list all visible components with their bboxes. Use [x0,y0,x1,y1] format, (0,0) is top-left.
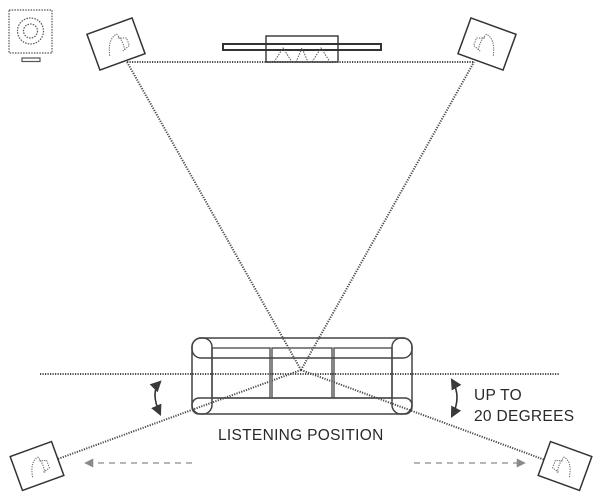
speaker-icon-front-left [85,16,147,72]
angle-arc-icon-left [149,380,162,417]
sofa-icon [191,337,413,415]
angle-arc-icon-right [450,378,462,418]
angle-label-line1: UP TO [474,387,523,404]
tv-icon [222,35,382,63]
speaker-icon-front-right [456,16,518,72]
speaker-icon-rear-left [9,440,65,492]
angle-label-line2: 20 DEGREES [474,408,575,425]
angle-label: UP TO 20 DEGREES [474,385,574,427]
speaker-icon-rear-right [537,440,593,492]
listening-position-label: LISTENING POSITION [218,427,384,444]
subwoofer-icon [8,9,53,63]
speaker-sightlines [54,61,546,461]
